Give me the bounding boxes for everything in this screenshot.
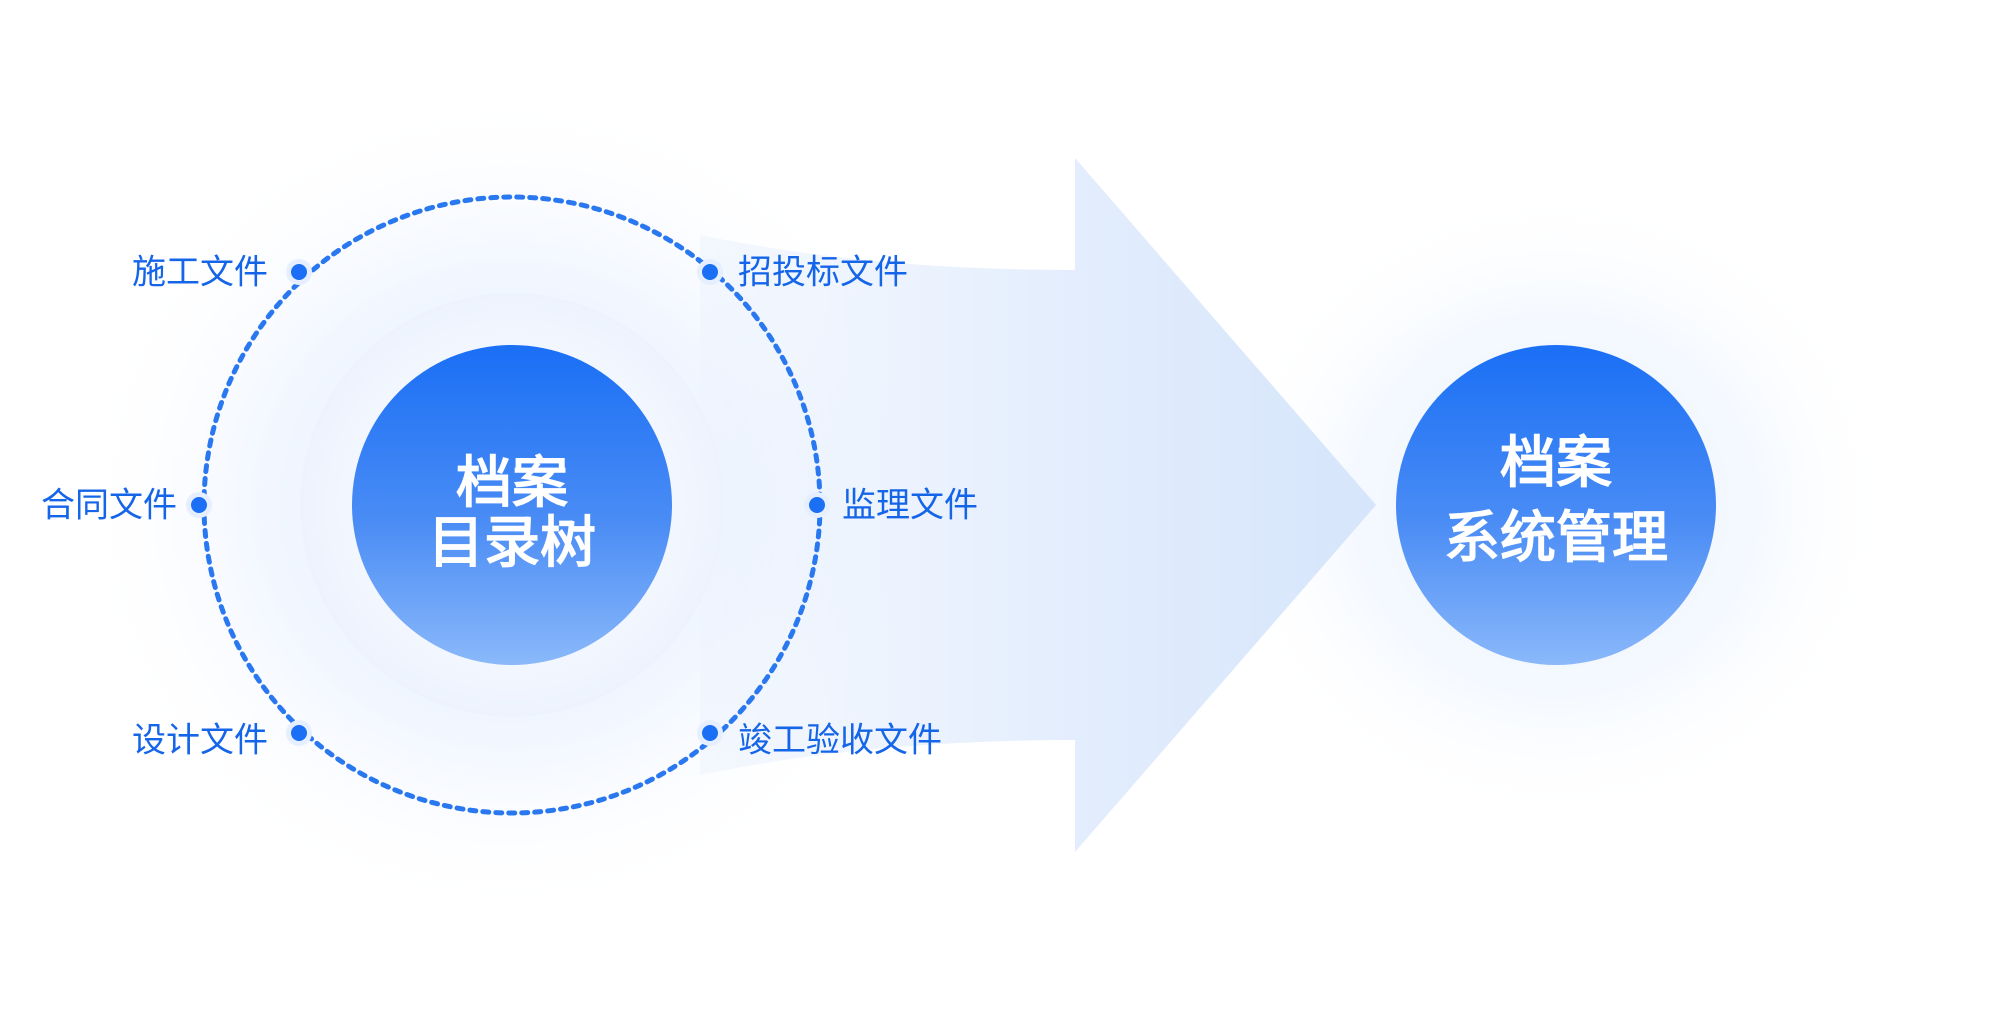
source-node-line1: 档案 <box>456 451 569 516</box>
label-bidding: 招投标文件 <box>738 253 908 293</box>
source-node: 档案 目录树 <box>352 345 672 665</box>
orbit-marker-acceptance <box>697 720 723 746</box>
label-supervision: 监理文件 <box>842 486 978 526</box>
target-node-line1: 档案 <box>1500 431 1613 496</box>
label-contract: 合同文件 <box>41 486 177 526</box>
orbit-marker-contract <box>186 492 212 518</box>
orbit-marker-construction <box>286 259 312 285</box>
source-node-line2: 目录树 <box>428 511 596 576</box>
label-acceptance: 竣工验收文件 <box>738 721 942 761</box>
flow-arrow <box>700 158 1376 852</box>
orbit-marker-supervision <box>804 492 830 518</box>
label-construction: 施工文件 <box>132 253 268 293</box>
orbit-marker-design <box>286 720 312 746</box>
target-node: 档案 系统管理 <box>1396 345 1716 665</box>
orbit-marker-bidding <box>697 259 723 285</box>
label-design: 设计文件 <box>132 721 268 761</box>
target-node-line2: 系统管理 <box>1444 506 1668 571</box>
